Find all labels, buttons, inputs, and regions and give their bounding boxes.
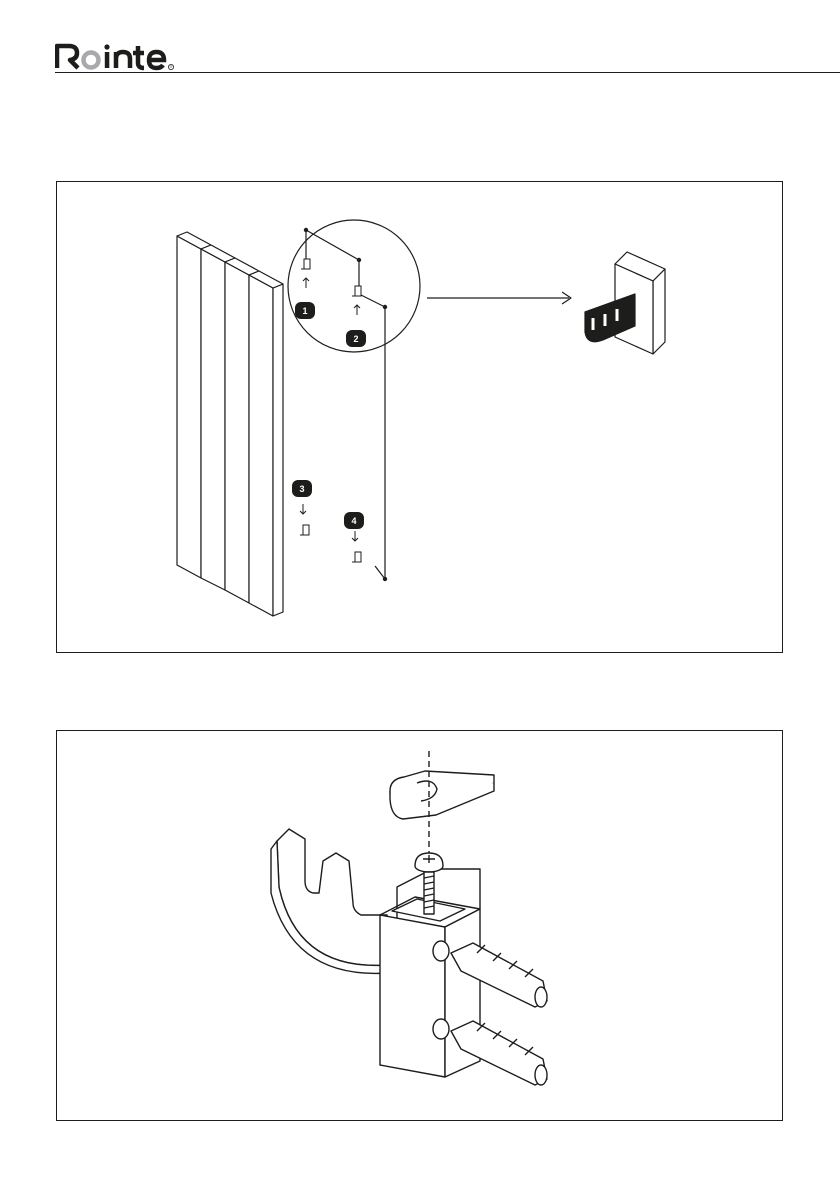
screw-hole-upper <box>433 941 449 961</box>
bracket-positions-diagram: 1 2 3 4 <box>57 182 784 654</box>
bracket-detail-illustration <box>585 252 665 354</box>
screw-hole-lower <box>433 1019 449 1039</box>
header-rule <box>55 72 840 73</box>
step-badge-2: 2 <box>346 330 366 347</box>
bracket-assembly-diagram <box>57 731 784 1122</box>
zoom-arrow <box>427 292 571 304</box>
step-badge-1: 1 <box>295 302 315 319</box>
figure-bracket-positions: 1 2 3 4 <box>56 181 783 653</box>
radiator-illustration <box>177 232 283 616</box>
top-clip-illustration <box>390 771 494 819</box>
bracket-icon <box>352 552 361 562</box>
registered-mark: ® <box>170 65 173 69</box>
svg-text:4: 4 <box>351 516 356 526</box>
logo-letter-r <box>57 46 78 68</box>
arrow-down-icon <box>300 504 306 514</box>
arrow-down-icon <box>352 531 358 541</box>
svg-text:1: 1 <box>302 306 307 316</box>
wall-bracket-illustration <box>271 829 387 973</box>
page-header: ® <box>0 0 840 80</box>
step-badge-3: 3 <box>292 480 312 497</box>
logo-grey-dot <box>84 53 99 68</box>
brand-logo: ® <box>55 38 195 72</box>
svg-text:2: 2 <box>353 334 358 344</box>
step-badge-4: 4 <box>344 512 364 529</box>
svg-text:3: 3 <box>299 484 304 494</box>
figure-bracket-assembly <box>56 730 783 1121</box>
bracket-icon <box>300 525 309 535</box>
